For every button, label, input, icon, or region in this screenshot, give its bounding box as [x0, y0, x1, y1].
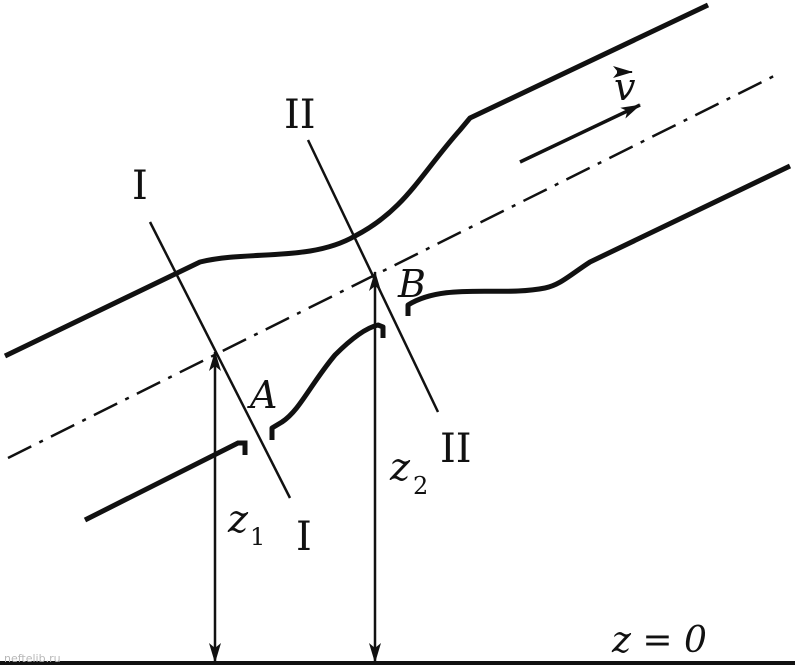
- section-2-label-top: II: [284, 92, 316, 138]
- point-b-label: B: [397, 262, 426, 306]
- pipe-upper-wall: [3, 2, 710, 359]
- height-2-var: z: [389, 445, 411, 489]
- pipe-lower-wall-left: [83, 440, 248, 523]
- velocity-arrow: [519, 103, 641, 164]
- section-1-line: [148, 221, 292, 499]
- height-1-var: z: [227, 497, 249, 541]
- datum-label: z = 0: [611, 620, 707, 661]
- section-2-label-bottom: II: [440, 426, 472, 472]
- piezometer-tube-a: [269, 322, 386, 440]
- velocity-label: v: [614, 65, 636, 109]
- pipe-lower-wall-right: [405, 163, 792, 316]
- section-1-label-top: I: [132, 163, 148, 209]
- section-1-label-bottom: I: [296, 514, 312, 560]
- height-2-sub: 2: [413, 472, 428, 500]
- height-1-sub: 1: [250, 523, 265, 551]
- center-axis-line: [7, 72, 779, 460]
- point-a-label: A: [247, 373, 277, 417]
- watermark: neftelib.ru: [4, 652, 61, 665]
